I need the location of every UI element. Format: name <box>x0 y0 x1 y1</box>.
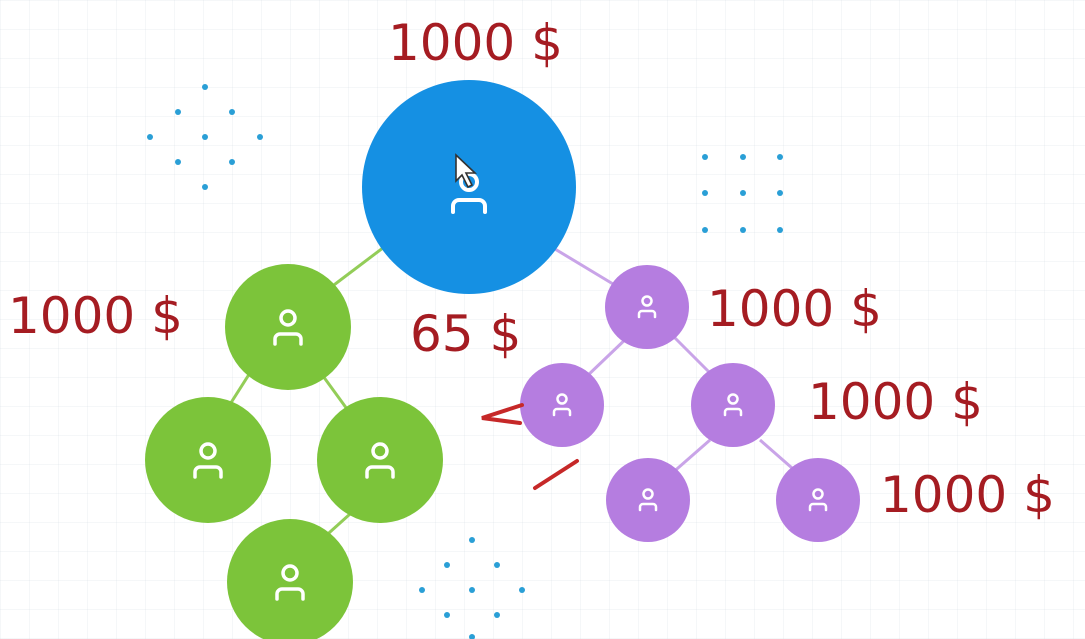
mouse-cursor-icon <box>455 153 478 189</box>
node-purple-a[interactable] <box>605 265 689 349</box>
node-green-d[interactable] <box>227 519 353 639</box>
annotation-marks <box>481 403 579 490</box>
user-icon <box>193 442 223 479</box>
amount-label-bottom-right: 1000 $ <box>880 466 1055 524</box>
dot-cluster-top-left <box>147 84 263 190</box>
connector-root-purple <box>544 241 619 289</box>
amount-label-left: 1000 $ <box>8 287 183 345</box>
annotation-slash <box>533 459 579 490</box>
node-purple-c[interactable] <box>691 363 775 447</box>
node-green-c[interactable] <box>317 397 443 523</box>
user-icon <box>552 393 572 417</box>
amount-label-right: 1000 $ <box>707 280 882 338</box>
user-icon <box>365 442 395 479</box>
annotation-less-than <box>481 403 524 425</box>
connector-purple-a-b <box>583 333 632 380</box>
amount-label-right-child: 1000 $ <box>808 373 983 431</box>
connector-purple-c-d <box>669 438 711 477</box>
dot-cluster-top-right <box>702 154 783 233</box>
user-icon <box>808 488 828 512</box>
node-root[interactable] <box>362 80 576 294</box>
user-icon <box>723 393 743 417</box>
connector-purple-a-c <box>670 333 717 380</box>
node-green-a[interactable] <box>225 264 351 390</box>
user-icon <box>638 488 658 512</box>
user-icon <box>451 172 487 214</box>
node-purple-e[interactable] <box>776 458 860 542</box>
node-purple-d[interactable] <box>606 458 690 542</box>
user-icon <box>273 309 303 346</box>
node-green-b[interactable] <box>145 397 271 523</box>
amount-label-top: 1000 $ <box>388 14 563 72</box>
user-icon <box>275 564 305 601</box>
amount-label-middle: 65 $ <box>410 305 521 363</box>
node-purple-b[interactable] <box>520 363 604 447</box>
user-icon <box>637 295 657 319</box>
dot-cluster-bottom <box>419 537 525 639</box>
